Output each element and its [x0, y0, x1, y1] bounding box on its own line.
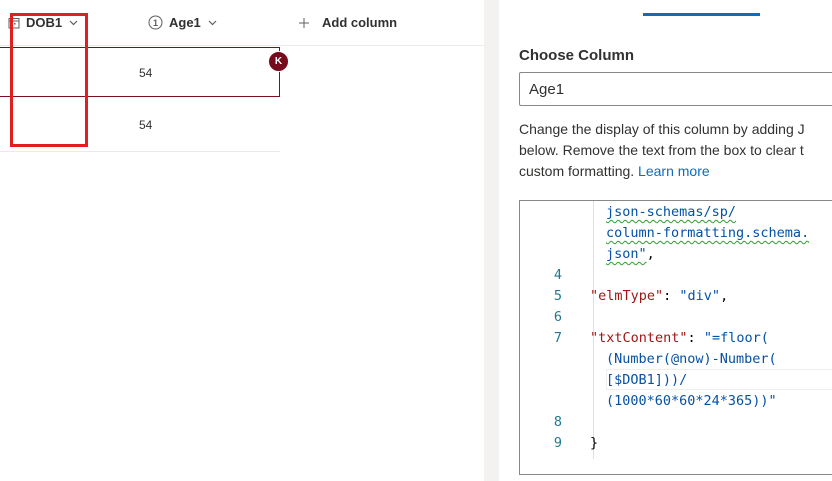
panel-divider — [484, 0, 499, 481]
active-tab-indicator — [643, 13, 760, 16]
column-header-age1[interactable]: 1 Age1 — [148, 0, 217, 45]
description-line: Change the display of this column by add… — [519, 121, 805, 137]
code-text: } — [590, 433, 598, 454]
chevron-down-icon[interactable] — [69, 20, 78, 26]
add-column-label: Add column — [322, 15, 398, 30]
code-text: (1000*60*60*24*365))" — [606, 391, 777, 412]
calendar-icon — [8, 17, 20, 29]
code-line: (1000*60*60*24*365))" — [520, 391, 832, 412]
code-token: json" — [606, 246, 647, 262]
age-cell: 54 — [139, 66, 153, 80]
format-column-panel: Choose Column Age1 Change the display of… — [499, 0, 832, 481]
code-line: 5 "elmType": "div", — [520, 286, 832, 307]
table-row[interactable]: 54 — [0, 47, 280, 97]
code-line: (Number(@now)-Number( — [520, 349, 832, 370]
code-text: (Number(@now)-Number( — [606, 349, 777, 370]
plus-icon — [298, 17, 310, 29]
code-token: json-schemas/sp/ — [606, 204, 737, 220]
number-icon: 1 — [148, 15, 163, 30]
avatar[interactable]: K — [268, 51, 289, 72]
choose-column-dropdown[interactable]: Age1 — [519, 72, 832, 106]
line-highlight — [606, 369, 832, 390]
code-token: : — [663, 288, 680, 304]
code-token: column-formatting.schema. — [606, 225, 810, 241]
column-header-dob1[interactable]: DOB1 — [8, 0, 78, 45]
line-number: 6 — [553, 309, 562, 325]
code-line: [$DOB1]))/ — [520, 370, 832, 391]
number-icon-glyph: 1 — [153, 18, 158, 28]
panel-description: Change the display of this column by add… — [519, 119, 832, 182]
code-text: "elmType": "div", — [590, 286, 728, 307]
age-cell: 54 — [139, 118, 153, 132]
code-token: "txtContent" — [590, 330, 688, 346]
code-line: 8 — [520, 412, 832, 433]
code-token: "div" — [679, 288, 721, 304]
code-text: json", — [606, 244, 655, 265]
code-token: "elmType" — [590, 288, 664, 304]
chevron-down-icon[interactable] — [208, 20, 217, 26]
json-code-editor[interactable]: json-schemas/sp/column-formatting.schema… — [519, 200, 832, 475]
code-token: } — [590, 435, 599, 451]
code-text: [$DOB1]))/ — [606, 370, 687, 391]
table-row[interactable]: 54 — [0, 99, 280, 152]
description-line: custom formatting. Learn more — [519, 161, 832, 182]
list-view: DOB1 1 Age1 Add column — [0, 0, 484, 152]
code-line: json-schemas/sp/ — [520, 202, 832, 223]
code-token: , — [646, 246, 655, 262]
code-line: 4 — [520, 265, 832, 286]
code-token: "=floor( — [703, 330, 769, 346]
indent-guide — [593, 201, 594, 459]
code-line: 9} — [520, 433, 832, 454]
code-line: column-formatting.schema. — [520, 223, 832, 244]
column-header-label: Age1 — [169, 15, 201, 30]
line-number: 8 — [553, 414, 562, 430]
code-token: (Number(@now)-Number( — [606, 351, 777, 367]
add-column-button[interactable]: Add column — [298, 0, 397, 45]
line-number: 5 — [553, 288, 562, 304]
code-token: , — [720, 288, 729, 304]
line-number: 4 — [553, 267, 562, 283]
code-line: 7 "txtContent": "=floor( — [520, 328, 832, 349]
code-token: : — [687, 330, 704, 346]
code-text: json-schemas/sp/ — [606, 202, 736, 223]
description-text: custom formatting. — [519, 163, 635, 179]
code-line: 6 — [520, 307, 832, 328]
column-header-row: DOB1 1 Age1 Add column — [0, 0, 484, 46]
learn-more-link[interactable]: Learn more — [638, 163, 710, 179]
code-token: (1000*60*60*24*365))" — [606, 393, 777, 409]
line-number: 9 — [553, 435, 562, 451]
description-line: below. Remove the text from the box to c… — [519, 142, 804, 158]
line-number: 7 — [553, 330, 562, 346]
column-header-label: DOB1 — [26, 15, 63, 30]
code-text: column-formatting.schema. — [606, 223, 809, 244]
code-text: "txtContent": "=floor( — [590, 328, 769, 349]
code-token: [$DOB1]))/ — [606, 372, 688, 388]
choose-column-label: Choose Column — [519, 47, 634, 64]
code-line: json", — [520, 244, 832, 265]
